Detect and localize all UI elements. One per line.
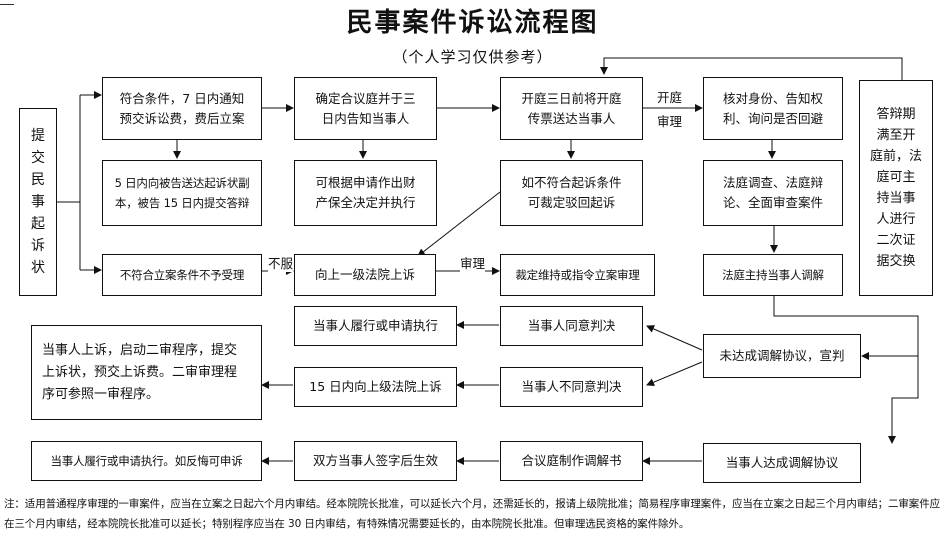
edge-label-refuse: 不服: [268, 256, 294, 272]
line-mediation-agreement: [888, 356, 919, 444]
node-file-suit: 提 交 民 事 起 诉 状: [19, 108, 57, 296]
diagram-title: 民事案件诉讼流程图: [346, 8, 599, 38]
node-ruling-order: 裁定维持或指令立案审理: [500, 254, 655, 296]
node-mediation-document: 合议庭制作调解书: [500, 441, 643, 481]
arrow-to-agree-judgment: [646, 325, 703, 351]
node-second-instance: 当事人上诉，启动二审程序，提交 上诉状，预交上诉费。二审审理程 序可参照一审程序…: [31, 325, 262, 420]
diagram-subtitle: （个人学习仅供参考）: [392, 48, 553, 66]
trunk-line: [57, 95, 81, 270]
edge-label-review: 审理: [460, 256, 486, 272]
node-agree-judgment: 当事人同意判决: [500, 306, 643, 346]
node-appeal-higher: 向上一级法院上诉: [294, 254, 436, 296]
arrow-dismiss-to-appeal: [417, 191, 501, 257]
node-dismiss: 如不符合起诉条件 可裁定驳回起诉: [500, 160, 643, 226]
arrow-to-disagree-judgment: [646, 361, 703, 386]
node-not-accepted: 不符合立案条件不予受理: [102, 254, 262, 296]
node-reach-agreement: 当事人达成调解协议: [703, 443, 861, 483]
corner-mark: [0, 4, 14, 5]
node-both-sign: 双方当事人签字后生效: [294, 441, 457, 481]
line-mediation-no-agreement: [773, 296, 919, 360]
edge-label-open-court: 开庭: [657, 90, 683, 106]
node-defense-period: 答辩期 满至开 庭前，法 庭可主 持当事 人进行 二次证 据交换: [859, 80, 933, 296]
node-appeal-15-days: 15 日内向上级法院上诉: [294, 367, 457, 407]
loop-defense-period: [600, 57, 903, 80]
node-investigation: 法庭调查、法庭辩 论、全面审查案件: [703, 160, 843, 226]
node-perform-or-petition: 当事人履行或申请执行。如反悔可申诉: [31, 441, 262, 481]
node-verify-identity: 核对身份、告知权 利、询问是否回避: [703, 77, 843, 140]
node-disagree-judgment: 当事人不同意判决: [500, 367, 643, 407]
footnote: 注：适用普通程序审理的一审案件，应当在立案之日起六个月内审结。经本院院长批准，可…: [4, 498, 940, 530]
node-summons: 开庭三日前将开庭 传票送达当事人: [500, 77, 643, 140]
node-form-panel: 确定合议庭并于三 日内告知当事人: [294, 77, 437, 140]
node-mediation: 法庭主持当事人调解: [703, 254, 843, 296]
node-perform-or-enforce: 当事人履行或申请执行: [294, 306, 457, 346]
node-no-agreement: 未达成调解协议，宣判: [703, 334, 861, 378]
node-property-preservation: 可根据申请作出财 产保全决定并执行: [294, 160, 437, 226]
node-meets-conditions: 符合条件，7 日内通知 预交诉讼费，费后立案: [102, 77, 262, 140]
edge-label-trial: 审理: [657, 114, 683, 130]
node-serve-copy: 5 日内向被告送达起诉状副 本，被告 15 日内提交答辩: [102, 160, 262, 226]
